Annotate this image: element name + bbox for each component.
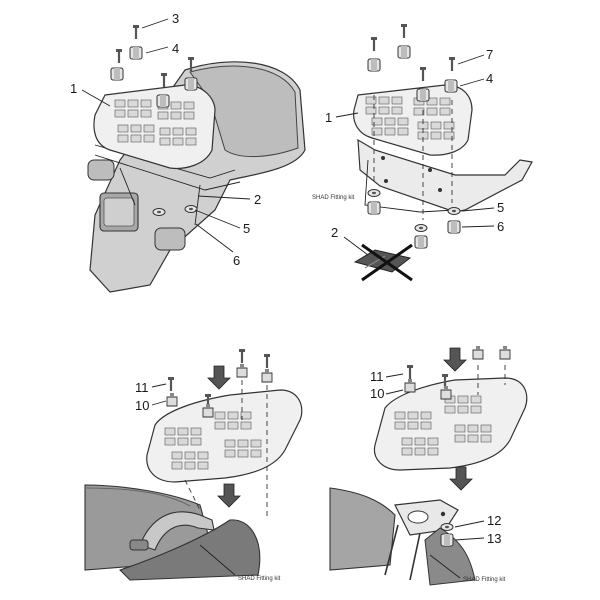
- panel-top-right: SHAD Fitting kit 1 2 7 4 5 6: [312, 22, 533, 282]
- label-p1-1: 1: [70, 81, 77, 96]
- indicator: [154, 227, 186, 251]
- panel-bottom-left: SHAD Fitting kit 11 10: [84, 347, 303, 582]
- label-p2-1: 1: [325, 110, 332, 125]
- luggage-rack: [353, 84, 473, 156]
- label-p1-6: 6: [233, 253, 240, 268]
- label-p1-4: 4: [172, 41, 179, 56]
- removed-part-crossed: [353, 243, 413, 282]
- arrow-down-icon: [207, 365, 231, 390]
- caption-shad-fitting-kit: SHAD Fitting kit: [312, 195, 355, 201]
- indicator: [87, 159, 115, 181]
- label-p3-10: 10: [135, 398, 149, 413]
- label-p2-5: 5: [497, 200, 504, 215]
- label-p1-2: 2: [254, 192, 261, 207]
- label-p1-5: 5: [243, 221, 250, 236]
- label-p2-6: 6: [497, 219, 504, 234]
- label-p3-11: 11: [135, 380, 149, 395]
- label-p2-7: 7: [486, 47, 493, 62]
- label-p2-4: 4: [486, 71, 493, 86]
- label-p4-11: 11: [370, 369, 384, 384]
- panel-bottom-right: SHAD Fitting kit 11 10 12 13: [329, 345, 528, 586]
- label-p4-13: 13: [487, 531, 501, 546]
- arrow-down-icon: [449, 466, 473, 491]
- label-p1-3: 3: [172, 11, 179, 26]
- label-p4-10: 10: [370, 386, 384, 401]
- luggage-rack: [93, 84, 216, 170]
- label-p2-2: 2: [331, 225, 338, 240]
- luggage-rack: [373, 377, 528, 471]
- panel-top-left: 1 3 4 2 5 6: [70, 11, 306, 293]
- label-p4-12: 12: [487, 513, 501, 528]
- grab-handle: [139, 511, 215, 551]
- arrow-down-icon: [443, 347, 467, 372]
- caption-shad-fitting-kit: SHAD Fitting kit: [238, 576, 281, 582]
- caption-shad-fitting-kit: SHAD Fitting kit: [463, 577, 506, 583]
- arrow-down-icon: [217, 483, 241, 508]
- mounting-bracket: [357, 138, 533, 213]
- motorcycle-seat: [329, 487, 396, 571]
